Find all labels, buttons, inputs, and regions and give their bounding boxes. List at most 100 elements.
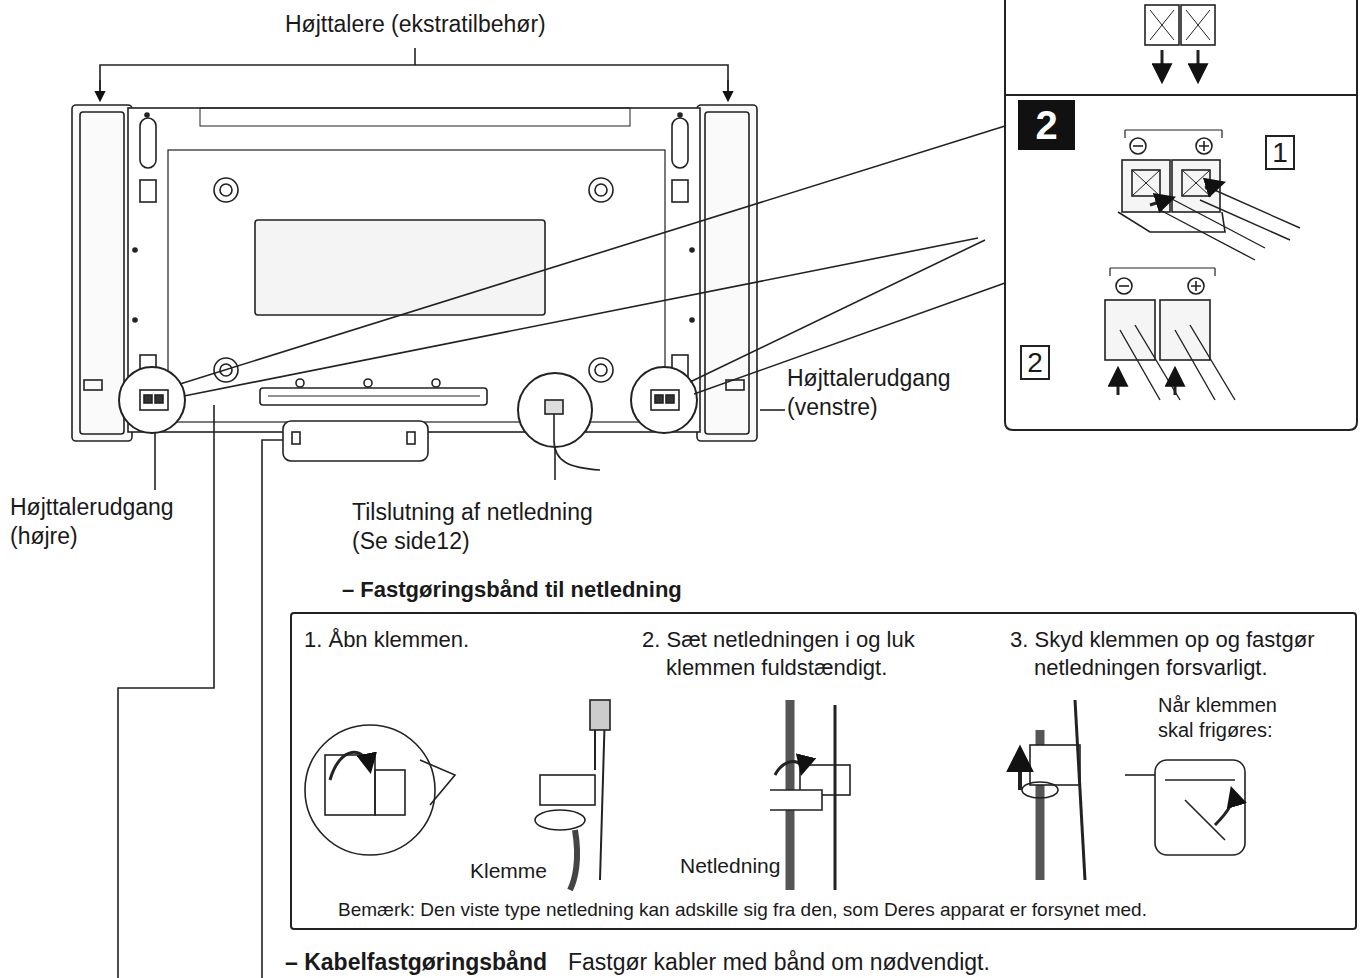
tv-back <box>697 105 757 441</box>
terminal-callout <box>554 414 600 470</box>
inset-panel <box>1132 170 1210 196</box>
terminal-callout <box>155 395 163 403</box>
inset-panel <box>1133 145 1143 147</box>
tv-back <box>296 379 304 387</box>
tv-back <box>140 118 156 168</box>
tv-back <box>214 178 238 202</box>
tv-back <box>595 364 607 376</box>
clamp-illustration <box>1165 780 1235 840</box>
tv-back <box>432 379 440 387</box>
inset-panel <box>1118 212 1225 232</box>
tv-back <box>268 396 480 397</box>
note-text: Bemærk: Den viste type netledning kan ad… <box>338 898 1353 922</box>
inset-panel <box>1196 138 1212 154</box>
tv-back <box>589 358 613 382</box>
part-name: Tilslutning af netledning (Se side12) <box>352 498 627 556</box>
clamp-illustration <box>590 700 610 730</box>
panel-heading: – Fastgøringsbånd til netledning <box>342 576 942 604</box>
inset-panel <box>1117 370 1120 395</box>
cable-tie-box <box>407 432 415 444</box>
tv-back <box>255 220 545 315</box>
node-label: 2 <box>1027 347 1043 379</box>
tv-back <box>595 184 607 196</box>
tv-back <box>705 112 749 434</box>
speaker-bracket <box>100 65 728 98</box>
part-name: Klemme <box>470 858 580 884</box>
note-text: Fastgør kabler med bånd om nødvendigt. <box>568 948 1128 977</box>
terminal-callout <box>144 395 152 403</box>
leader-line <box>690 240 985 382</box>
part-name: Højttalerudgang (venstre) <box>787 364 982 422</box>
terminal-callout <box>651 390 679 410</box>
clamp-illustration <box>570 830 577 890</box>
speaker-bracket <box>414 48 416 65</box>
tv-back <box>133 248 137 252</box>
clamp-illustration <box>375 770 405 815</box>
cable-tie-box <box>283 421 428 461</box>
tv-back <box>128 108 700 432</box>
section-heading: – Kabelfastgøringsbånd <box>285 948 575 977</box>
inset-panel <box>1120 325 1235 400</box>
tv-back <box>145 113 149 117</box>
clamp-illustration <box>1018 750 1022 790</box>
leader-line <box>554 447 556 480</box>
inset-panel <box>1188 278 1204 294</box>
terminal-callout <box>666 395 674 403</box>
terminal-callout <box>631 367 697 433</box>
inset-panel <box>1110 268 1215 276</box>
inset-panel <box>1122 160 1170 212</box>
clamp-illustration <box>1155 760 1245 855</box>
leader-line <box>760 409 785 411</box>
leader-line <box>154 433 156 490</box>
clamp-illustration <box>305 700 1245 890</box>
clamp-illustration <box>1030 745 1080 785</box>
speaker-bracket <box>99 80 101 100</box>
terminal-callout <box>119 367 697 470</box>
clamp-illustration <box>535 810 585 830</box>
step-badge: 2 <box>1018 100 1075 150</box>
inset-panel <box>1174 370 1177 395</box>
step-text: 3. Skyd klemmen op og fastgør netledning… <box>1010 626 1358 681</box>
tv-back <box>678 113 682 117</box>
leader-line <box>262 440 283 978</box>
clamp-illustration <box>1215 790 1233 825</box>
inset-panel <box>1161 50 1164 80</box>
node-label: 1 <box>1272 137 1288 169</box>
node-label: 2 <box>1035 103 1057 148</box>
note-text: Når klemmen skal frigøres: <box>1158 693 1318 743</box>
tv-back <box>80 112 124 434</box>
part-name: Højttalere (ekstratilbehør) <box>285 10 605 39</box>
clamp-illustration <box>1125 774 1155 776</box>
tv-back <box>84 380 102 390</box>
tv-back <box>168 150 665 422</box>
leader-line <box>118 126 1005 978</box>
clamp-illustration <box>775 761 802 775</box>
inset-panel <box>1125 130 1222 138</box>
inset-panel <box>1197 50 1200 80</box>
terminal-callout <box>119 367 185 433</box>
tv-back <box>690 318 694 322</box>
part-name: Netledning <box>680 853 810 879</box>
callout-number: 2 <box>1020 345 1050 380</box>
speaker-bracket <box>100 48 728 100</box>
inset-panel <box>1005 94 1357 96</box>
step-text: 2. Sæt netledningen i og luk klemmen ful… <box>642 626 987 681</box>
part-name: Højttalerudgang (højre) <box>10 493 205 551</box>
terminal-callout <box>518 373 592 447</box>
tv-back <box>220 184 232 196</box>
tv-back <box>200 108 630 126</box>
inset-panel <box>1160 188 1300 260</box>
tv-back <box>72 105 757 441</box>
step-text: 1. Åbn klemmen. <box>304 626 624 654</box>
clamp-illustration <box>1022 782 1058 798</box>
terminal-callout <box>545 400 563 414</box>
clamp-illustration <box>540 775 595 805</box>
clamp-illustration <box>770 790 822 810</box>
inset-panel <box>1116 278 1132 294</box>
inset-panel <box>1105 300 1155 360</box>
speaker-bracket <box>727 80 729 100</box>
leader-line <box>118 405 214 978</box>
